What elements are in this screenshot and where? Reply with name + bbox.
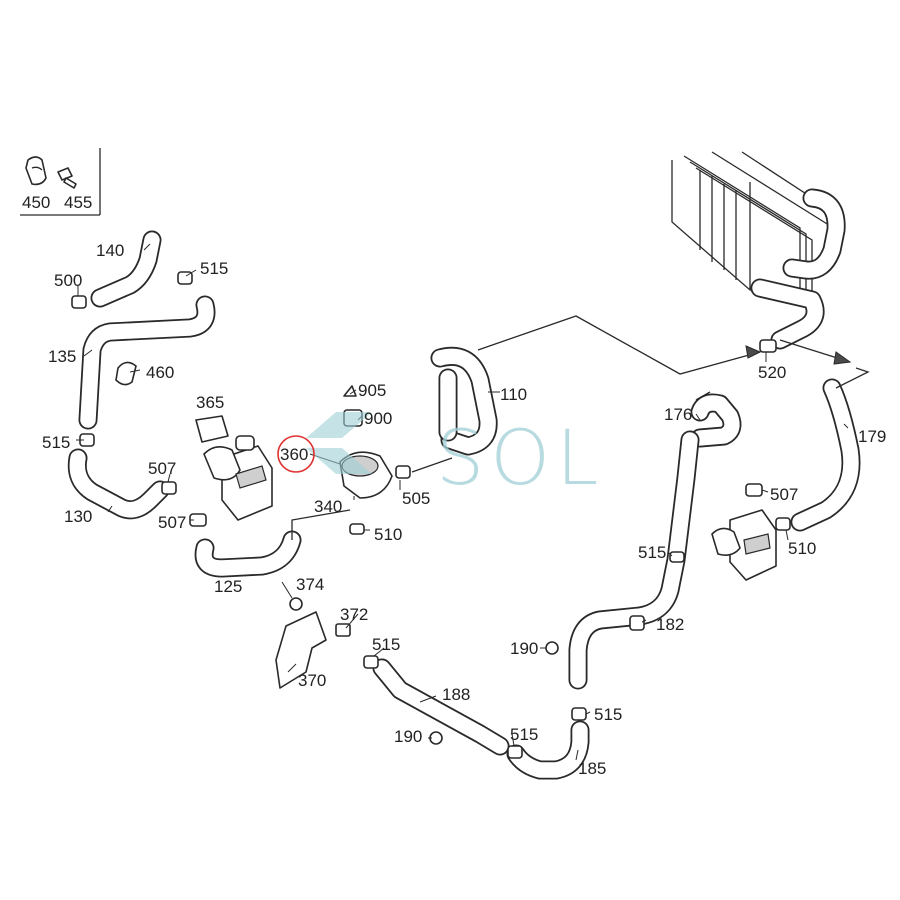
mounting-bracket-icon [275,597,351,689]
label-372: 372 [340,605,368,624]
label-455: 455 [64,193,92,212]
radiator-icon [671,151,846,350]
label-340: 340 [314,497,342,516]
connection-lines [291,315,870,540]
label-515: 515 [594,705,622,724]
label-125: 125 [214,577,242,596]
label-188: 188 [442,685,470,704]
highlight-circle [277,435,315,473]
label-500: 500 [54,271,82,290]
label-450: 450 [22,193,50,212]
label-515: 515 [42,433,70,452]
hose-clamp-icon [71,271,791,759]
check-valve-icon [115,361,137,386]
bolt-icon [57,167,77,189]
hose-179 [790,378,861,532]
label-460: 460 [146,363,174,382]
label-370: 370 [298,671,326,690]
hose-clamp-icon [25,156,47,186]
label-365: 365 [196,393,224,412]
label-515: 515 [510,725,538,744]
label-507: 507 [770,485,798,504]
watermark-text: SOL [436,413,604,502]
hose-176 [690,393,742,448]
hose-130 [67,448,170,520]
label-374: 374 [296,575,324,594]
label-507: 507 [148,459,176,478]
water-pump-icon [203,435,273,521]
part-labels: 450 455 140 515 500 135 460 365 515 507 … [22,193,886,778]
label-900: 900 [364,409,392,428]
label-182: 182 [656,615,684,634]
label-135: 135 [48,347,76,366]
relay-icon [195,415,229,443]
watermark: SOL [306,412,604,502]
label-510: 510 [374,525,402,544]
hose-110 [430,346,498,456]
label-515: 515 [638,543,666,562]
pipe-188 [372,658,510,756]
label-507: 507 [158,513,186,532]
label-190: 190 [510,639,538,658]
label-510: 510 [788,539,816,558]
label-515: 515 [200,259,228,278]
label-905: 905 [358,381,386,400]
inset-box [20,148,101,216]
water-pump-icon [711,509,777,581]
label-360: 360 [280,445,308,464]
hose-140 [90,230,162,308]
water-pump-icon [339,385,393,499]
label-176: 176 [664,405,692,424]
label-130: 130 [64,507,92,526]
label-140: 140 [96,241,124,260]
label-185: 185 [578,759,606,778]
label-505: 505 [402,489,430,508]
label-110: 110 [500,385,527,404]
hose-125 [194,530,302,578]
label-190: 190 [394,727,422,746]
label-520: 520 [758,363,786,382]
label-515: 515 [372,635,400,654]
label-179: 179 [858,427,886,446]
hose-135 [78,295,216,430]
